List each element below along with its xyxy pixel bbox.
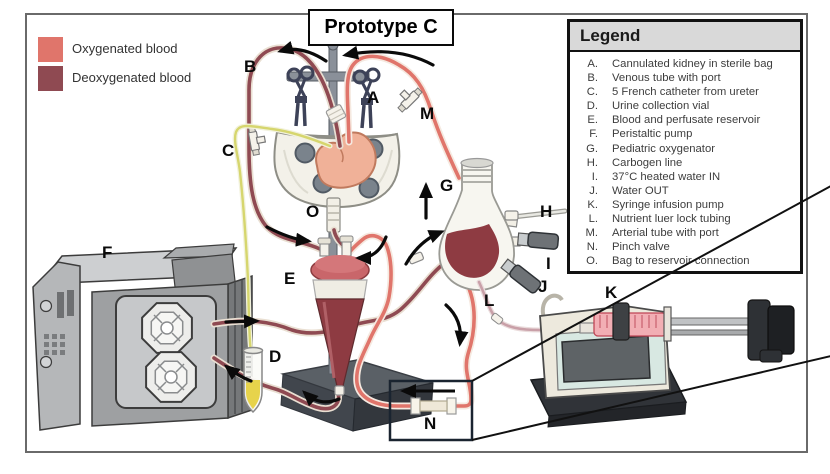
legend-item-key: N. (586, 241, 598, 254)
legend-item-list: A. Cannulated kidney in sterile bag B. V… (570, 52, 800, 268)
flow-arrows (223, 40, 469, 407)
legend-item-label: Carbogen line (612, 156, 683, 169)
legend-item-label: Arterial tube with port (612, 227, 719, 240)
prototype-title-box: Prototype C (308, 9, 454, 46)
legend-item-label: Cannulated kidney in sterile bag (612, 58, 773, 70)
legend-item-label: Nutrient luer lock tubing (612, 213, 731, 226)
legend-item: N. Pinch valve (570, 240, 800, 254)
diagram-label-l: L (484, 291, 495, 310)
legend-item-key: M. (585, 227, 598, 240)
urine-vial (242, 346, 264, 414)
diagram-label-m: M (420, 104, 435, 123)
legend-item: I. 37°C heated water IN (570, 170, 800, 184)
diagram-label-k: K (605, 283, 618, 302)
diagram-label-e: E (284, 269, 296, 288)
legend-item-key: J. (589, 184, 598, 197)
water-in-port (516, 231, 560, 250)
legend-item-label: Blood and perfusate reservoir (612, 114, 761, 127)
legend-item: F. Peristaltic pump (570, 127, 800, 141)
cannula-connector (325, 104, 347, 124)
legend-item-key: H. (586, 156, 598, 169)
diagram-label-o: O (306, 202, 320, 221)
diagram-label-i: I (546, 254, 551, 273)
legend-item-key: A. (587, 58, 598, 70)
diagram-label-c: C (222, 141, 235, 160)
tube-arterial (343, 52, 463, 182)
legend-item: H. Carbogen line (570, 156, 800, 170)
diagram-label-h: H (540, 202, 553, 221)
legend-item: K. Syringe infusion pump (570, 198, 800, 212)
legend-item-label: Pinch valve (612, 241, 670, 254)
diagram-label-g: G (440, 176, 454, 195)
diagram-label-a: A (367, 88, 380, 107)
legend-item: J. Water OUT (570, 184, 800, 198)
blood-reservoir (310, 235, 370, 396)
legend-panel: Legend A. Cannulated kidney in sterile b… (567, 19, 803, 274)
legend-item: C. 5 French catheter from ureter (570, 85, 800, 99)
legend-item: A. Cannulated kidney in sterile bag (570, 57, 800, 71)
diagram-label-b: B (244, 57, 257, 76)
legend-item: E. Blood and perfusate reservoir (570, 113, 800, 127)
legend-item: B. Venous tube with port (570, 71, 800, 85)
oxygenated-blood-label: Oxygenated blood (72, 41, 178, 56)
deoxygenated-blood-label: Deoxygenated blood (72, 70, 192, 85)
legend-item-label: Venous tube with port (612, 72, 721, 85)
legend-item-key: F. (589, 128, 598, 141)
syringe-pump (529, 293, 795, 428)
diagram-label-f: F (102, 243, 113, 262)
legend-item-label: Bag to reservoir connection (612, 255, 750, 268)
legend-item-key: L. (588, 213, 598, 226)
oxygenated-blood-swatch (38, 37, 63, 62)
legend-item-key: D. (586, 100, 598, 113)
legend-item: G. Pediatric oxygenator (570, 142, 800, 156)
diagram-label-n: N (424, 414, 437, 433)
legend-item: L. Nutrient luer lock tubing (570, 212, 800, 226)
tube-venous (245, 44, 344, 253)
deoxygenated-blood-swatch (38, 66, 63, 91)
legend-item-key: O. (586, 255, 598, 268)
prototype-title: Prototype C (324, 16, 438, 38)
legend-item-label: Urine collection vial (612, 100, 710, 113)
legend-item-label: Peristaltic pump (612, 128, 693, 141)
diagram-label-d: D (269, 347, 282, 366)
legend-item-key: G. (586, 142, 598, 155)
legend-item-label: 37°C heated water IN (612, 170, 721, 183)
legend-item-label: Water OUT (612, 184, 669, 197)
legend-item-key: I. (591, 170, 598, 183)
legend-item-label: 5 French catheter from ureter (612, 86, 759, 99)
legend-item: D. Urine collection vial (570, 99, 800, 113)
diagram-label-j: J (538, 277, 548, 296)
legend-item-label: Pediatric oxygenator (612, 142, 715, 155)
legend-item-key: B. (587, 72, 598, 85)
carbogen-line (504, 208, 568, 221)
legend-item-key: E. (587, 114, 598, 127)
legend-title: Legend (570, 22, 800, 52)
peristaltic-pump (32, 243, 253, 431)
ureter-catheter (232, 123, 333, 355)
legend-item-key: C. (586, 86, 598, 99)
legend-item: M. Arterial tube with port (570, 226, 800, 240)
legend-item: O. Bag to reservoir connection (570, 254, 800, 268)
legend-item-label: Syringe infusion pump (612, 198, 724, 211)
legend-item-key: K. (587, 198, 598, 211)
tube-oxygenator-loop (345, 232, 478, 410)
